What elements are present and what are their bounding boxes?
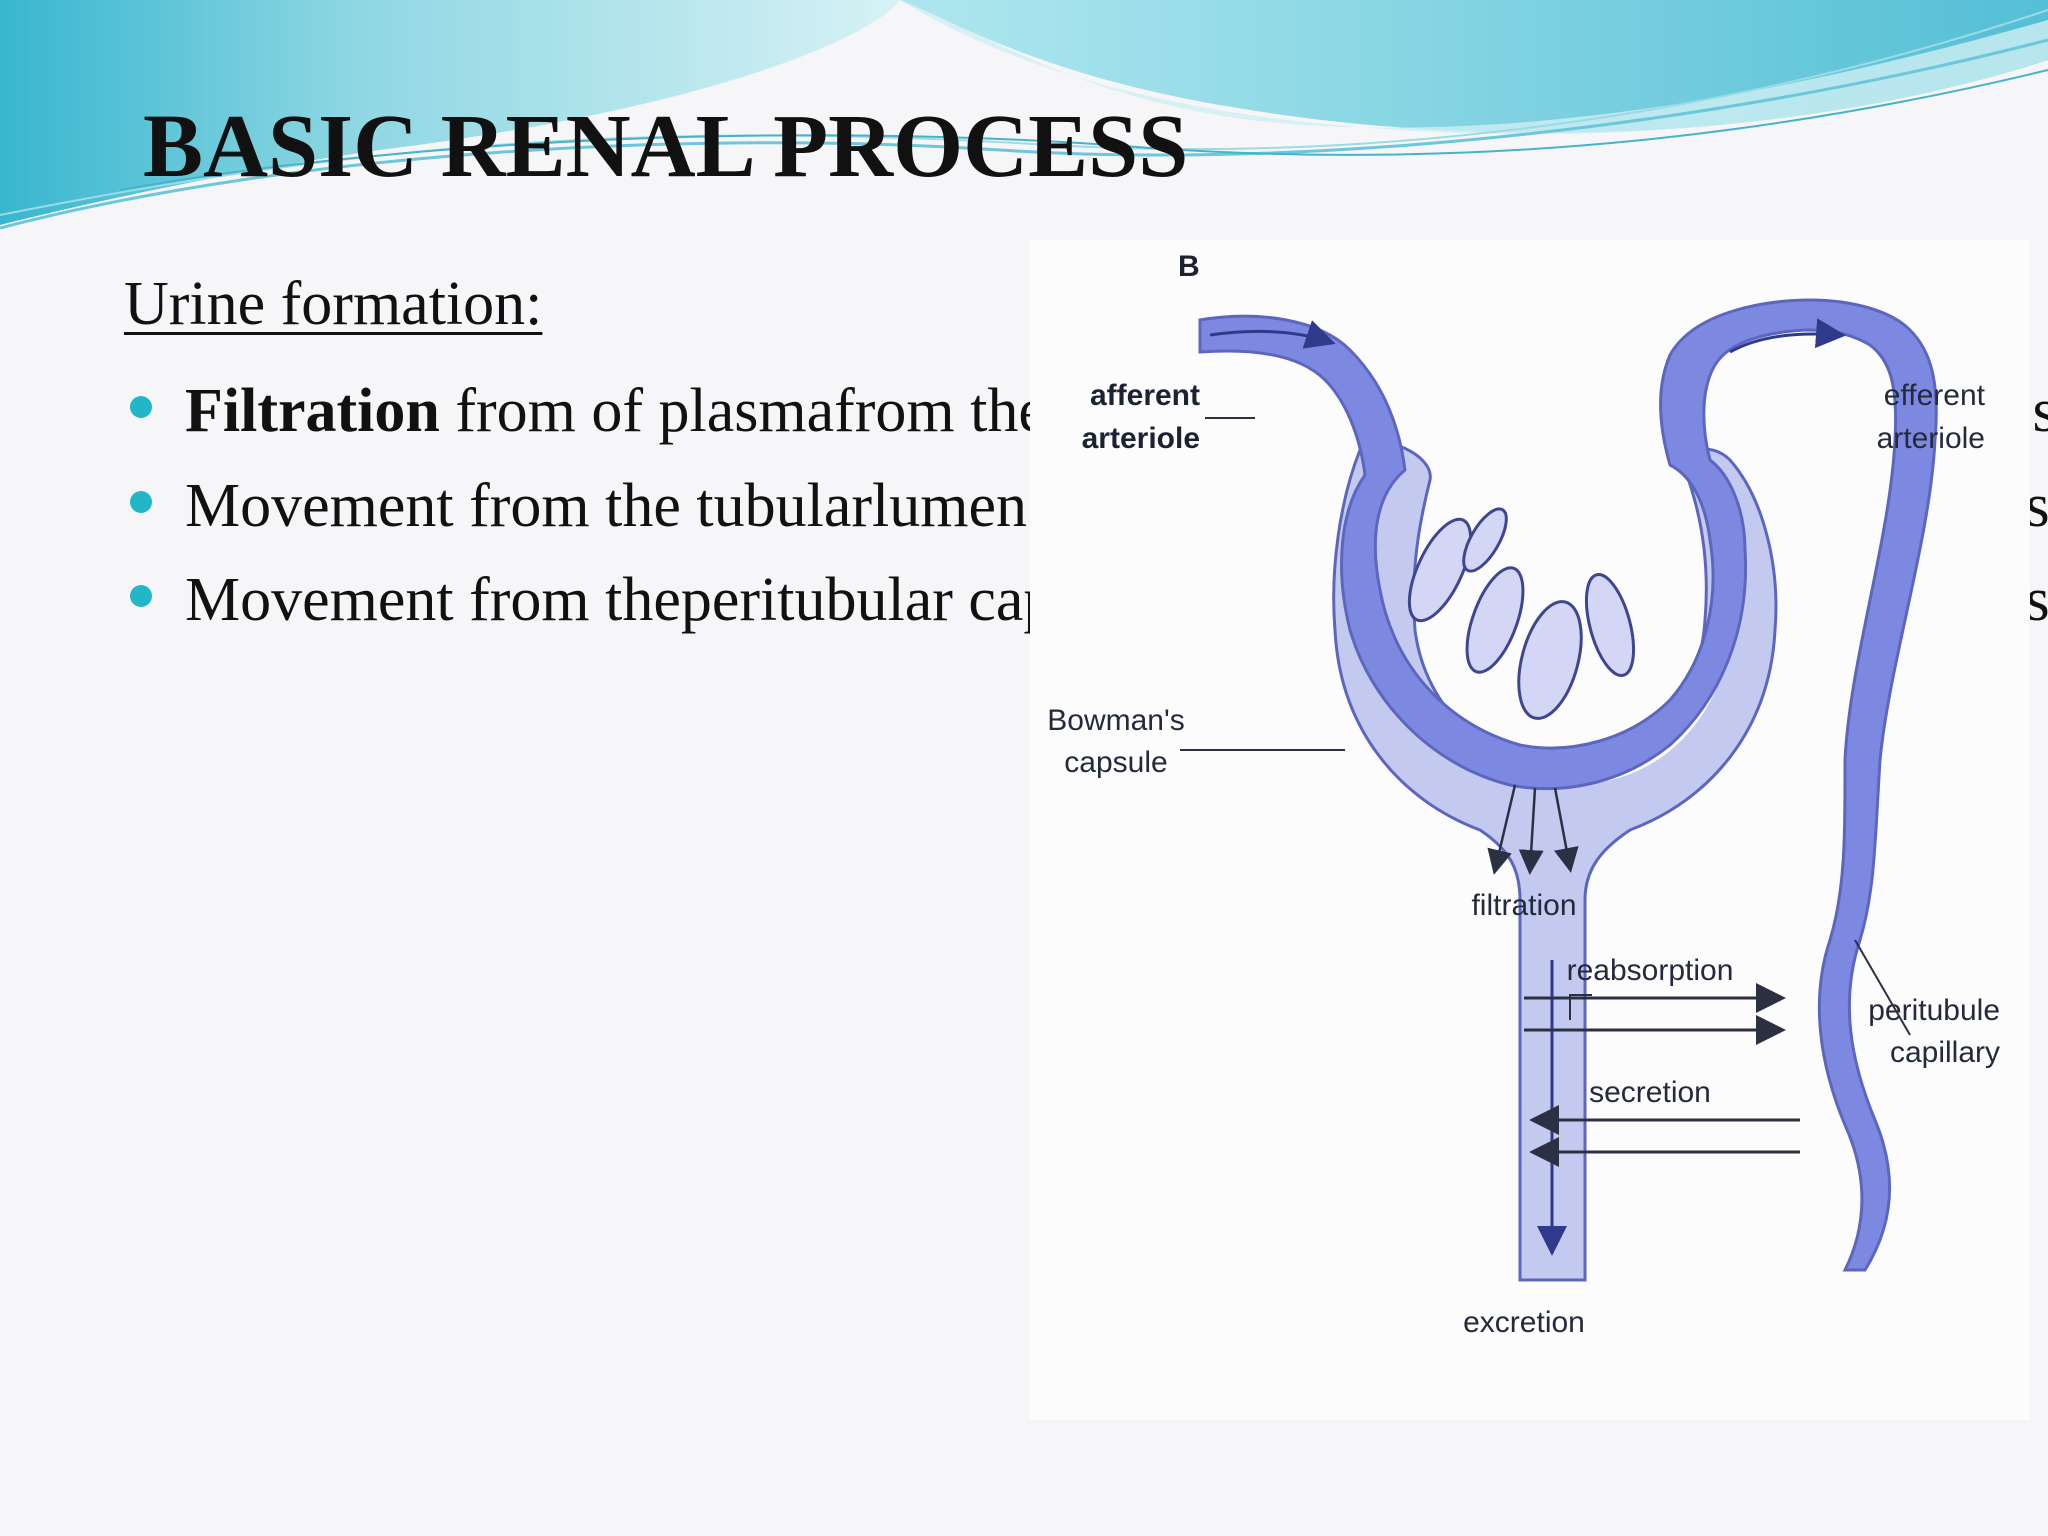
bullet-bold-text: Filtration bbox=[185, 377, 440, 445]
efferent-flow-arrow bbox=[1729, 318, 1846, 354]
panel-letter: B bbox=[1178, 250, 1200, 283]
bullet-dot-icon bbox=[130, 490, 152, 513]
label-efferent-arteriole: arteriole bbox=[1877, 422, 1985, 455]
nephron-diagram-panel: B afferent arteriole bbox=[1030, 240, 2030, 1420]
capillary-loop bbox=[1465, 566, 1525, 674]
capillary-loop bbox=[1462, 507, 1508, 573]
label-secretion: secretion bbox=[1589, 1076, 1711, 1109]
label-peritubule-capillary: capillary bbox=[1890, 1036, 2000, 1069]
bowmans-capsule-shape bbox=[1332, 441, 1778, 1282]
peritubule-leader-line bbox=[1854, 939, 1911, 1036]
wave-band-main bbox=[0, 0, 900, 225]
label-efferent: efferent bbox=[1884, 379, 1986, 412]
nephron-diagram: B afferent arteriole bbox=[1047, 250, 2000, 1339]
bullet-line: Movement from the bbox=[185, 566, 681, 634]
wave-band-top bbox=[0, 0, 2048, 133]
bullet-text: Movement from the bbox=[185, 566, 681, 634]
wave-line-3 bbox=[119, 69, 2048, 191]
slide-title: BASIC RENAL PROCESS bbox=[143, 97, 1189, 196]
bullet-item: Movement from the tubularlumen to the pe… bbox=[124, 465, 2048, 548]
filtration-arrow bbox=[1553, 787, 1579, 873]
glomerular-vessel bbox=[1198, 298, 1938, 1272]
bullet-item: Movement from theperitubular capillaries… bbox=[124, 559, 2048, 642]
capillary-loop bbox=[1584, 573, 1636, 677]
label-filtration: filtration bbox=[1471, 889, 1576, 922]
bullet-item: Filtration from of plasmafrom the glomer… bbox=[124, 370, 2048, 453]
bullet-dot-icon bbox=[130, 396, 152, 418]
wave-line-2 bbox=[0, 9, 2048, 216]
capillary-loop bbox=[1407, 517, 1473, 623]
bullet-text: Movement from the tubular bbox=[185, 471, 872, 540]
afferent-flow-arrow bbox=[1209, 320, 1336, 349]
bullet-list: Filtration from of plasmafrom the glomer… bbox=[124, 370, 2048, 654]
bullet-dot-icon bbox=[130, 585, 152, 607]
bullet-line: Movement from the tubular bbox=[185, 472, 872, 540]
bullet-line: Filtration from of plasma bbox=[185, 377, 834, 445]
label-afferent: afferent bbox=[1090, 379, 1200, 412]
label-reabsorption: reabsorption bbox=[1567, 954, 1734, 987]
filtration-arrow bbox=[1487, 784, 1517, 875]
subheading-urine-formation: Urine formation: bbox=[124, 270, 543, 338]
wave-line-1 bbox=[0, 38, 2048, 230]
header-wave-decoration bbox=[0, 0, 2048, 230]
label-afferent-arteriole: arteriole bbox=[1082, 422, 1200, 455]
filtration-arrow bbox=[1518, 787, 1544, 875]
label-bowmans-capsule: capsule bbox=[1064, 746, 1167, 779]
label-bowmans: Bowman's bbox=[1047, 704, 1184, 737]
capillary-loop bbox=[1517, 600, 1583, 720]
label-excretion: excretion bbox=[1463, 1306, 1585, 1339]
reabsorption-bracket bbox=[1569, 994, 1592, 1020]
bullet-text: from of plasma bbox=[439, 377, 835, 445]
